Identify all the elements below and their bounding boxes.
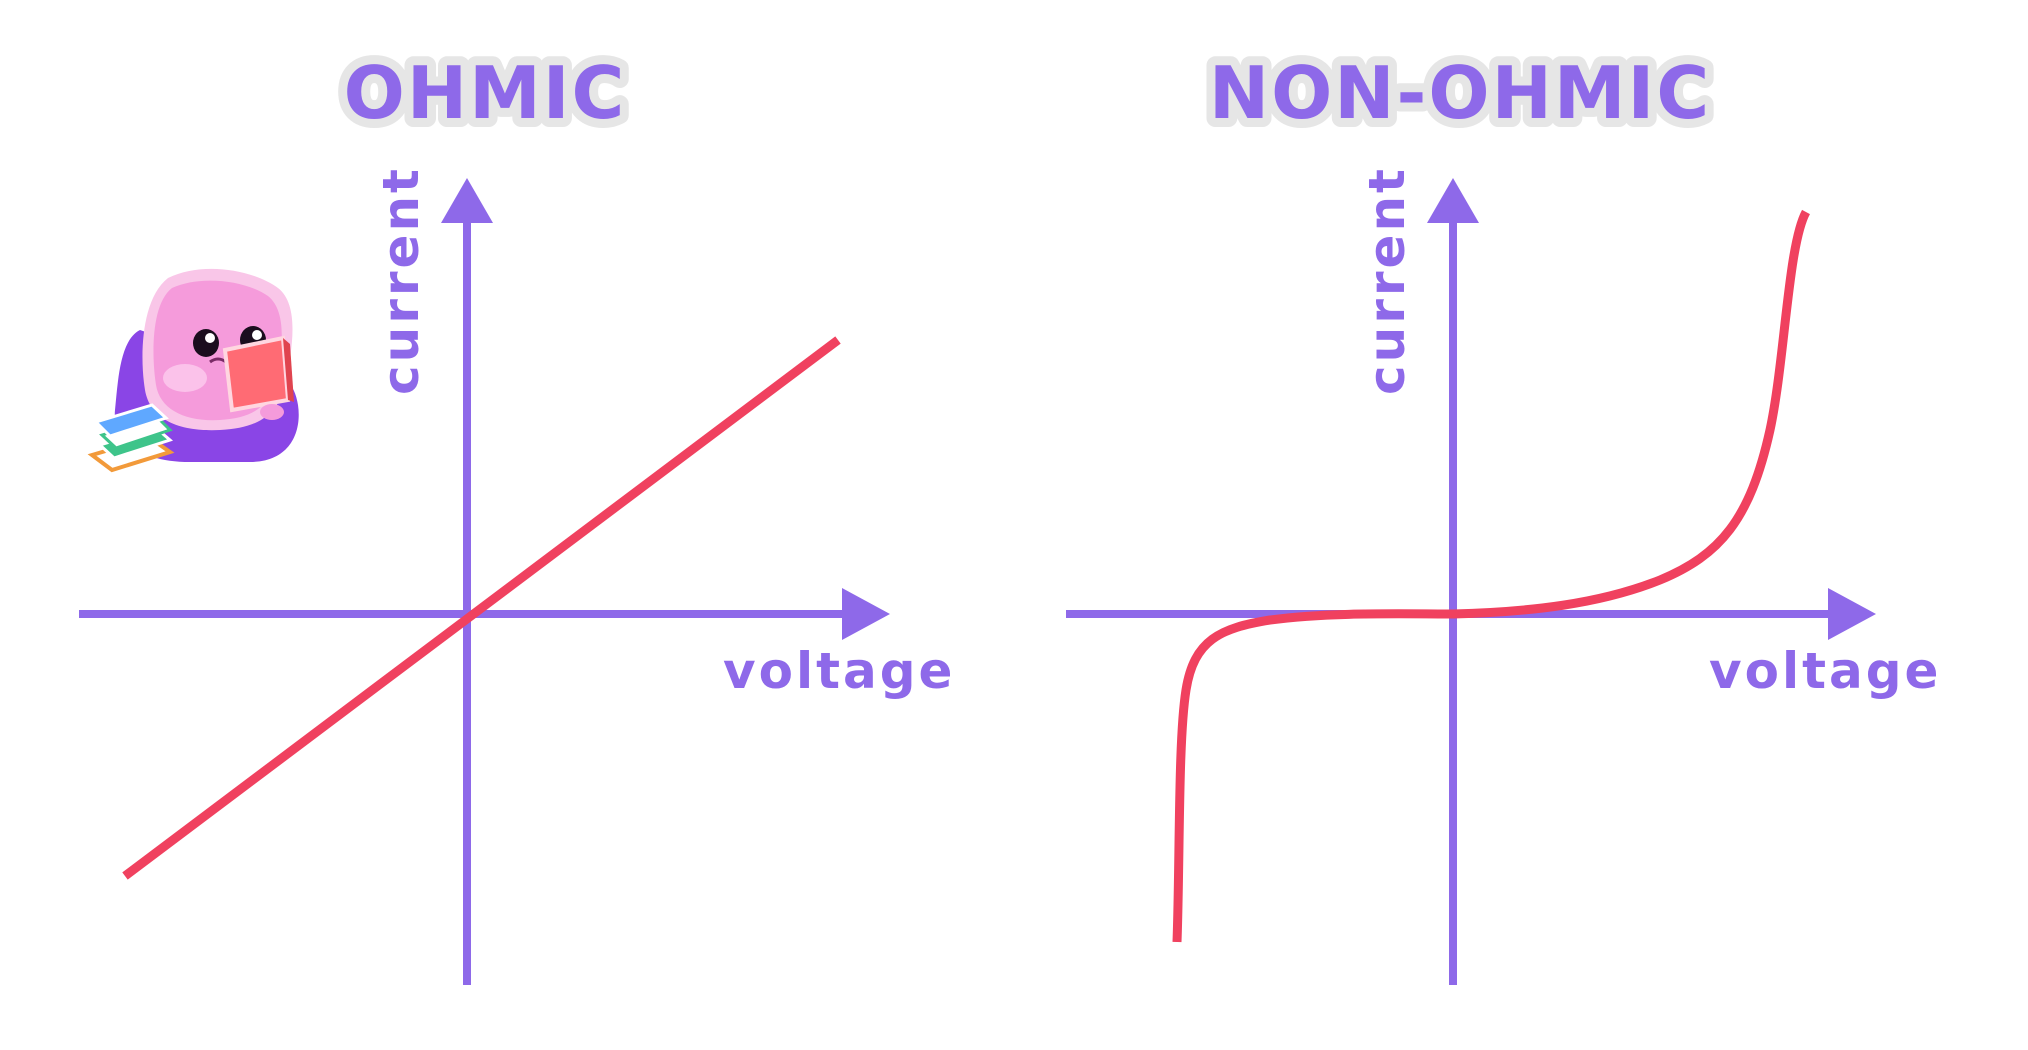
non-ohmic-y-axis-label: current xyxy=(1358,166,1416,395)
non-ohmic-panel: NON-OHMIC voltage current xyxy=(1066,42,1941,985)
non-ohmic-y-axis-arrow-icon xyxy=(1427,178,1479,223)
mascot-right-eye-shine xyxy=(252,330,262,340)
non-ohmic-title: NON-OHMIC xyxy=(1209,51,1711,135)
ohmic-iv-line xyxy=(122,336,841,880)
ohmic-y-axis-arrow-icon xyxy=(441,178,493,223)
pink-blob-reading-book-icon xyxy=(114,268,299,462)
non-ohmic-iv-curve xyxy=(1172,209,1811,943)
red-book-icon xyxy=(222,335,294,413)
non-ohmic-x-axis-label: voltage xyxy=(1709,642,1941,700)
ohmic-x-axis-label: voltage xyxy=(723,642,955,700)
mascot-left-eye-shine xyxy=(205,333,215,343)
mascot-cheek xyxy=(163,364,207,392)
mascot-hand xyxy=(260,404,284,420)
mascot-left-eye xyxy=(193,329,219,357)
ohmic-panel: OHMIC voltage current xyxy=(79,42,955,985)
ohmic-title: OHMIC xyxy=(344,51,627,135)
stacked-books-icon xyxy=(87,403,175,473)
ohmic-y-axis-label: current xyxy=(372,166,430,395)
ohmic-x-axis-arrow-icon xyxy=(842,588,890,640)
non-ohmic-x-axis-arrow-icon xyxy=(1828,588,1876,640)
